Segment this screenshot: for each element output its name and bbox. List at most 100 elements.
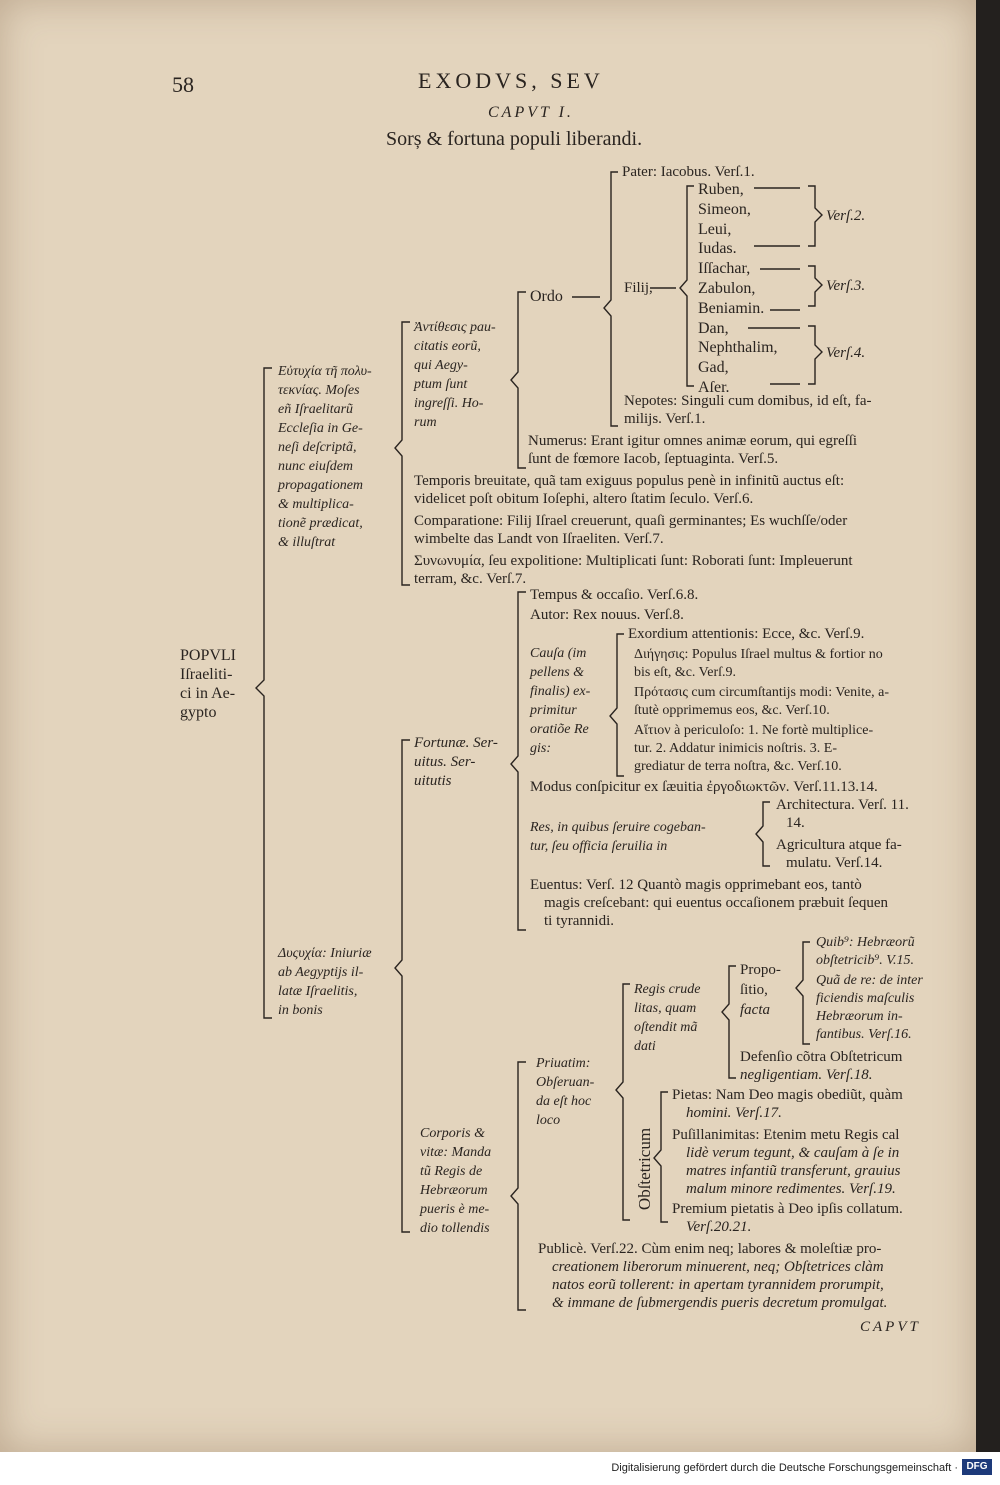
numerus-block: Numerus: Erant igitur omnes animæ eorum,… (528, 432, 857, 468)
causa-line: oratiõe Re (530, 722, 589, 737)
premium-block: Premium pietatis à Deo ipſis collatum. V… (672, 1200, 903, 1236)
qua-block: Quã de re: de inter ficiendis maſculis H… (816, 972, 923, 1044)
chapter-heading: CAPVT I. (488, 104, 574, 121)
comparatione-line: wimbelte das Landt von Iſraeliten. Verſ.… (414, 531, 664, 547)
euentus-line: ti tyrannidi. (544, 913, 614, 929)
agricultura-line: mulatu. Verſ.14. (786, 855, 883, 871)
corporis-line: Corporis & (420, 1126, 485, 1141)
bracket-vers3 (808, 265, 823, 307)
regis-line: litas, quam (634, 1001, 697, 1016)
propositio-node: Propo- ſitio, facta (740, 960, 781, 1020)
catchword: CAPVT (860, 1319, 921, 1335)
page-title: Sorș & fortuna populi liberandi. (386, 128, 643, 150)
protasis-block: Πρότασις cum circumſtantijs modi: Venite… (634, 684, 889, 720)
filij-label: Filij, (624, 280, 653, 296)
architectura-block: Architectura. Verſ. 11. 14. (776, 796, 909, 832)
quib-block: Quib⁹: Hebræorũ obſtetricib⁹. V.15. (816, 934, 915, 970)
premium-line: Premium pietatis à Deo ipſis collatum. (672, 1201, 903, 1217)
obstetricum-label: Obſtetricum (635, 1127, 655, 1211)
son-name: Ruben, (698, 181, 744, 198)
publice-line: creationem liberorum minuerent, neq; Obſ… (552, 1259, 884, 1275)
protasis-line: Πρότασις cum circumſtantijs modi: Venite… (634, 685, 890, 700)
son-name: Beniamin. (698, 299, 765, 317)
bracket-vers2 (808, 185, 823, 247)
bracket-priuatim (615, 983, 630, 1221)
euentus-block: Euentus: Verſ. 12 Quantò magis opprimeba… (530, 876, 888, 930)
publice-block: Publicè. Verſ.22. Cùm enim neq; labores … (538, 1240, 887, 1312)
regis-line: oſtendit mã (634, 1020, 698, 1035)
euentus-line: magis creſcebant: qui euentus occaſionem… (544, 895, 889, 911)
temporis-line: Temporis breuitate, quã tam exiguus popu… (414, 473, 845, 489)
quib-line: Quib⁹: Hebræorũ (816, 935, 915, 950)
footer-credit: Digitalisierung gefördert durch die Deut… (611, 1462, 958, 1474)
son-name: Leui, (698, 220, 732, 238)
left-a-node: Εὐτυχία τῆ πολυ- τεκνίας. Moſes eñ Iſrae… (278, 362, 372, 552)
left-b-node: Δυςυχία: Iniuriæ ab Aegyptijs il- latæ I… (278, 944, 372, 1020)
left-b-line: ab Aegyptijs il- (278, 965, 364, 980)
bracket-left-a (394, 321, 410, 586)
bracket-fortunae (510, 591, 526, 931)
causa-line: gis: (530, 741, 551, 756)
fortunae-line: uitutis (414, 773, 452, 789)
defensio-line: Defenſio cõtra Obſtetricum (740, 1049, 903, 1065)
aition-line: tur. 2. Addatur inimicis noſtris. 3. E- (634, 741, 837, 756)
bracket-causa (609, 633, 624, 777)
footer-bar: Digitalisierung gefördert durch die Deut… (0, 1452, 1000, 1485)
antithesis-node: Ἀντίθεσις pau- citatis eorũ, qui Aegy- p… (414, 318, 496, 432)
dfg-logo-icon: DFG (962, 1459, 992, 1475)
antithesis-line: Ἀντίθεσις pau- (414, 320, 496, 335)
root-line: ci in Ae- (180, 685, 236, 702)
left-a-line: & multiplica- (278, 497, 354, 512)
antithesis-line: rum (414, 415, 437, 430)
ordo-label: Ordo (530, 288, 563, 305)
comparatione-line: Comparatione: Filij Iſrael creuerunt, qu… (414, 513, 848, 529)
son-name: Gad, (698, 359, 729, 377)
dihegesis-block: Διήγησις: Populus Iſrael multus & fortio… (634, 646, 883, 682)
synonymia-line: terram, &c. Verſ.7. (414, 571, 527, 587)
aition-line: Αἴτιον à periculoſo: 1. Ne fortè multipl… (634, 723, 874, 738)
propositio-line: ſitio, (740, 982, 768, 998)
causa-line: finalis) ex- (530, 684, 591, 699)
dihegesis-line: bis eſt, &c. Verſ.9. (634, 665, 737, 680)
pietas-block: Pietas: Nam Deo magis obediũt, quàm homi… (672, 1086, 903, 1122)
res-line: Res, in quibus ſeruire cogeban- (530, 820, 706, 835)
res-node: Res, in quibus ſeruire cogeban- tur, ſeu… (530, 818, 706, 856)
antithesis-line: qui Aegy- (414, 358, 468, 373)
quib-line: obſtetricib⁹. V.15. (816, 953, 914, 968)
page-number: 58 (172, 72, 194, 97)
synonymia-line: Συνωνυμία, ſeu expolitione: Multiplicati… (414, 553, 853, 569)
vers-2: Verſ.2. (826, 208, 866, 224)
regis-line: dati (634, 1039, 656, 1054)
bracket-obstetricum (653, 1091, 668, 1223)
synonymia-block: Συνωνυμία, ſeu expolitione: Multiplicati… (414, 552, 853, 588)
corporis-line: pueris è me- (420, 1202, 490, 1217)
defensio-block: Defenſio cõtra Obſtetricum negligentiam.… (740, 1048, 902, 1084)
temporis-block: Temporis breuitate, quã tam exiguus popu… (414, 472, 844, 508)
bracket-antithesis (510, 291, 526, 469)
book-page (0, 0, 976, 1452)
root-node: POPVLI Iſraeliti- ci in Ae- gypto (180, 646, 236, 722)
dihegesis-line: Διήγησις: Populus Iſrael multus & fortio… (634, 647, 883, 662)
pusillanimitas-line: Puſillanimitas: Etenim metu Regis cal (672, 1127, 900, 1143)
left-a-line: Eccleſia in Ge- (278, 421, 363, 436)
causa-line: primitur (530, 703, 577, 718)
pusillanimitas-line: malum minore redimentes. Verſ.19. (686, 1181, 896, 1197)
euentus-line: Euentus: Verſ. 12 Quantò magis opprimeba… (530, 877, 862, 893)
fortunae-line: Fortunæ. Ser- (414, 735, 498, 751)
temporis-line: videlicet poſt obitum Ioſephi, altero ſt… (414, 491, 754, 507)
priuatim-line: Obſeruan- (536, 1075, 595, 1090)
corporis-line: Hebræorum (420, 1183, 488, 1198)
causa-line: Cauſa (im (530, 646, 587, 661)
vers-4: Verſ.4. (826, 345, 866, 361)
bracket-corporis (510, 1061, 526, 1311)
antithesis-line: ptum ſunt (414, 377, 468, 392)
exordium-line: Exordium attentionis: Ecce, &c. Verſ.9. (628, 626, 865, 642)
numerus-line: Numerus: Erant igitur omnes animæ eorum,… (528, 433, 858, 449)
antithesis-line: citatis eorũ, (414, 339, 481, 354)
agricultura-block: Agricultura atque fa- mulatu. Verſ.14. (776, 836, 902, 872)
regis-line: Regis crude (634, 982, 701, 997)
corporis-line: vitæ: Manda (420, 1145, 492, 1160)
bracket-sons (679, 185, 694, 387)
left-b-line: in bonis (278, 1003, 323, 1018)
pusillanimitas-line: matres infantiũ transferunt, grauius (686, 1163, 901, 1179)
